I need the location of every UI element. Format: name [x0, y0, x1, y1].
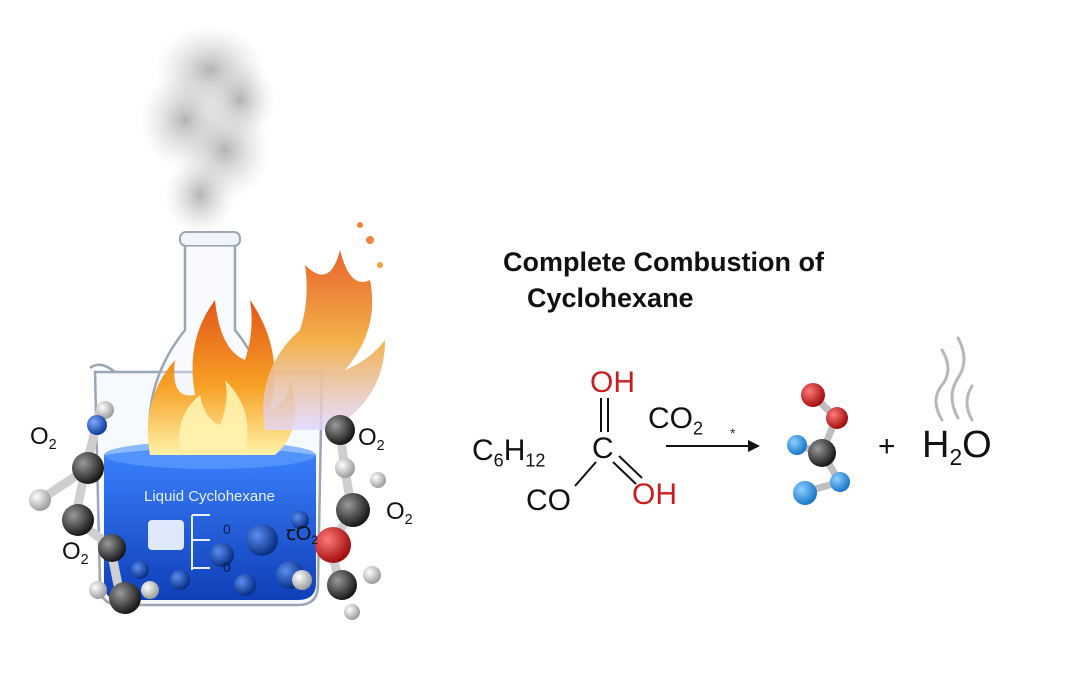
arrow-star-glyph: *: [730, 425, 736, 441]
co2-label-beaker: ꞇO2: [286, 523, 319, 548]
structure-bonds: [574, 398, 643, 487]
smoke-plume: [140, 25, 275, 235]
o2-label-left-top: O2: [30, 423, 57, 454]
reactant-formula: C6H12: [472, 434, 546, 471]
co2-product: CO2: [648, 402, 704, 439]
beaker-label: Liquid Cyclohexane: [144, 488, 275, 505]
structure-left-co: CO: [526, 484, 571, 517]
structure-top-oh: OH: [590, 366, 635, 399]
title-line-1: Complete Combustion of: [503, 247, 824, 277]
steam-icon: [934, 336, 974, 422]
title-line-2: Cyclohexane: [527, 283, 694, 313]
left-molecule-atoms: [29, 401, 159, 614]
flames: [147, 222, 385, 455]
product-molecule: [787, 383, 850, 505]
o2-label-left-bottom: O2: [62, 538, 89, 569]
o2-label-right-top: O2: [358, 424, 385, 455]
scale-mark-bottom: 0: [223, 559, 231, 575]
right-molecule-atoms: [292, 415, 386, 620]
reaction-arrow: [666, 440, 760, 452]
plus-sign: +: [878, 430, 896, 463]
o2-label-right-middle: O2: [386, 498, 413, 529]
water-formula: H2O: [922, 424, 992, 470]
structure-right-oh: OH: [632, 478, 677, 511]
scale-mark-top: 0: [223, 521, 231, 537]
structure-center-c: C: [592, 432, 614, 465]
